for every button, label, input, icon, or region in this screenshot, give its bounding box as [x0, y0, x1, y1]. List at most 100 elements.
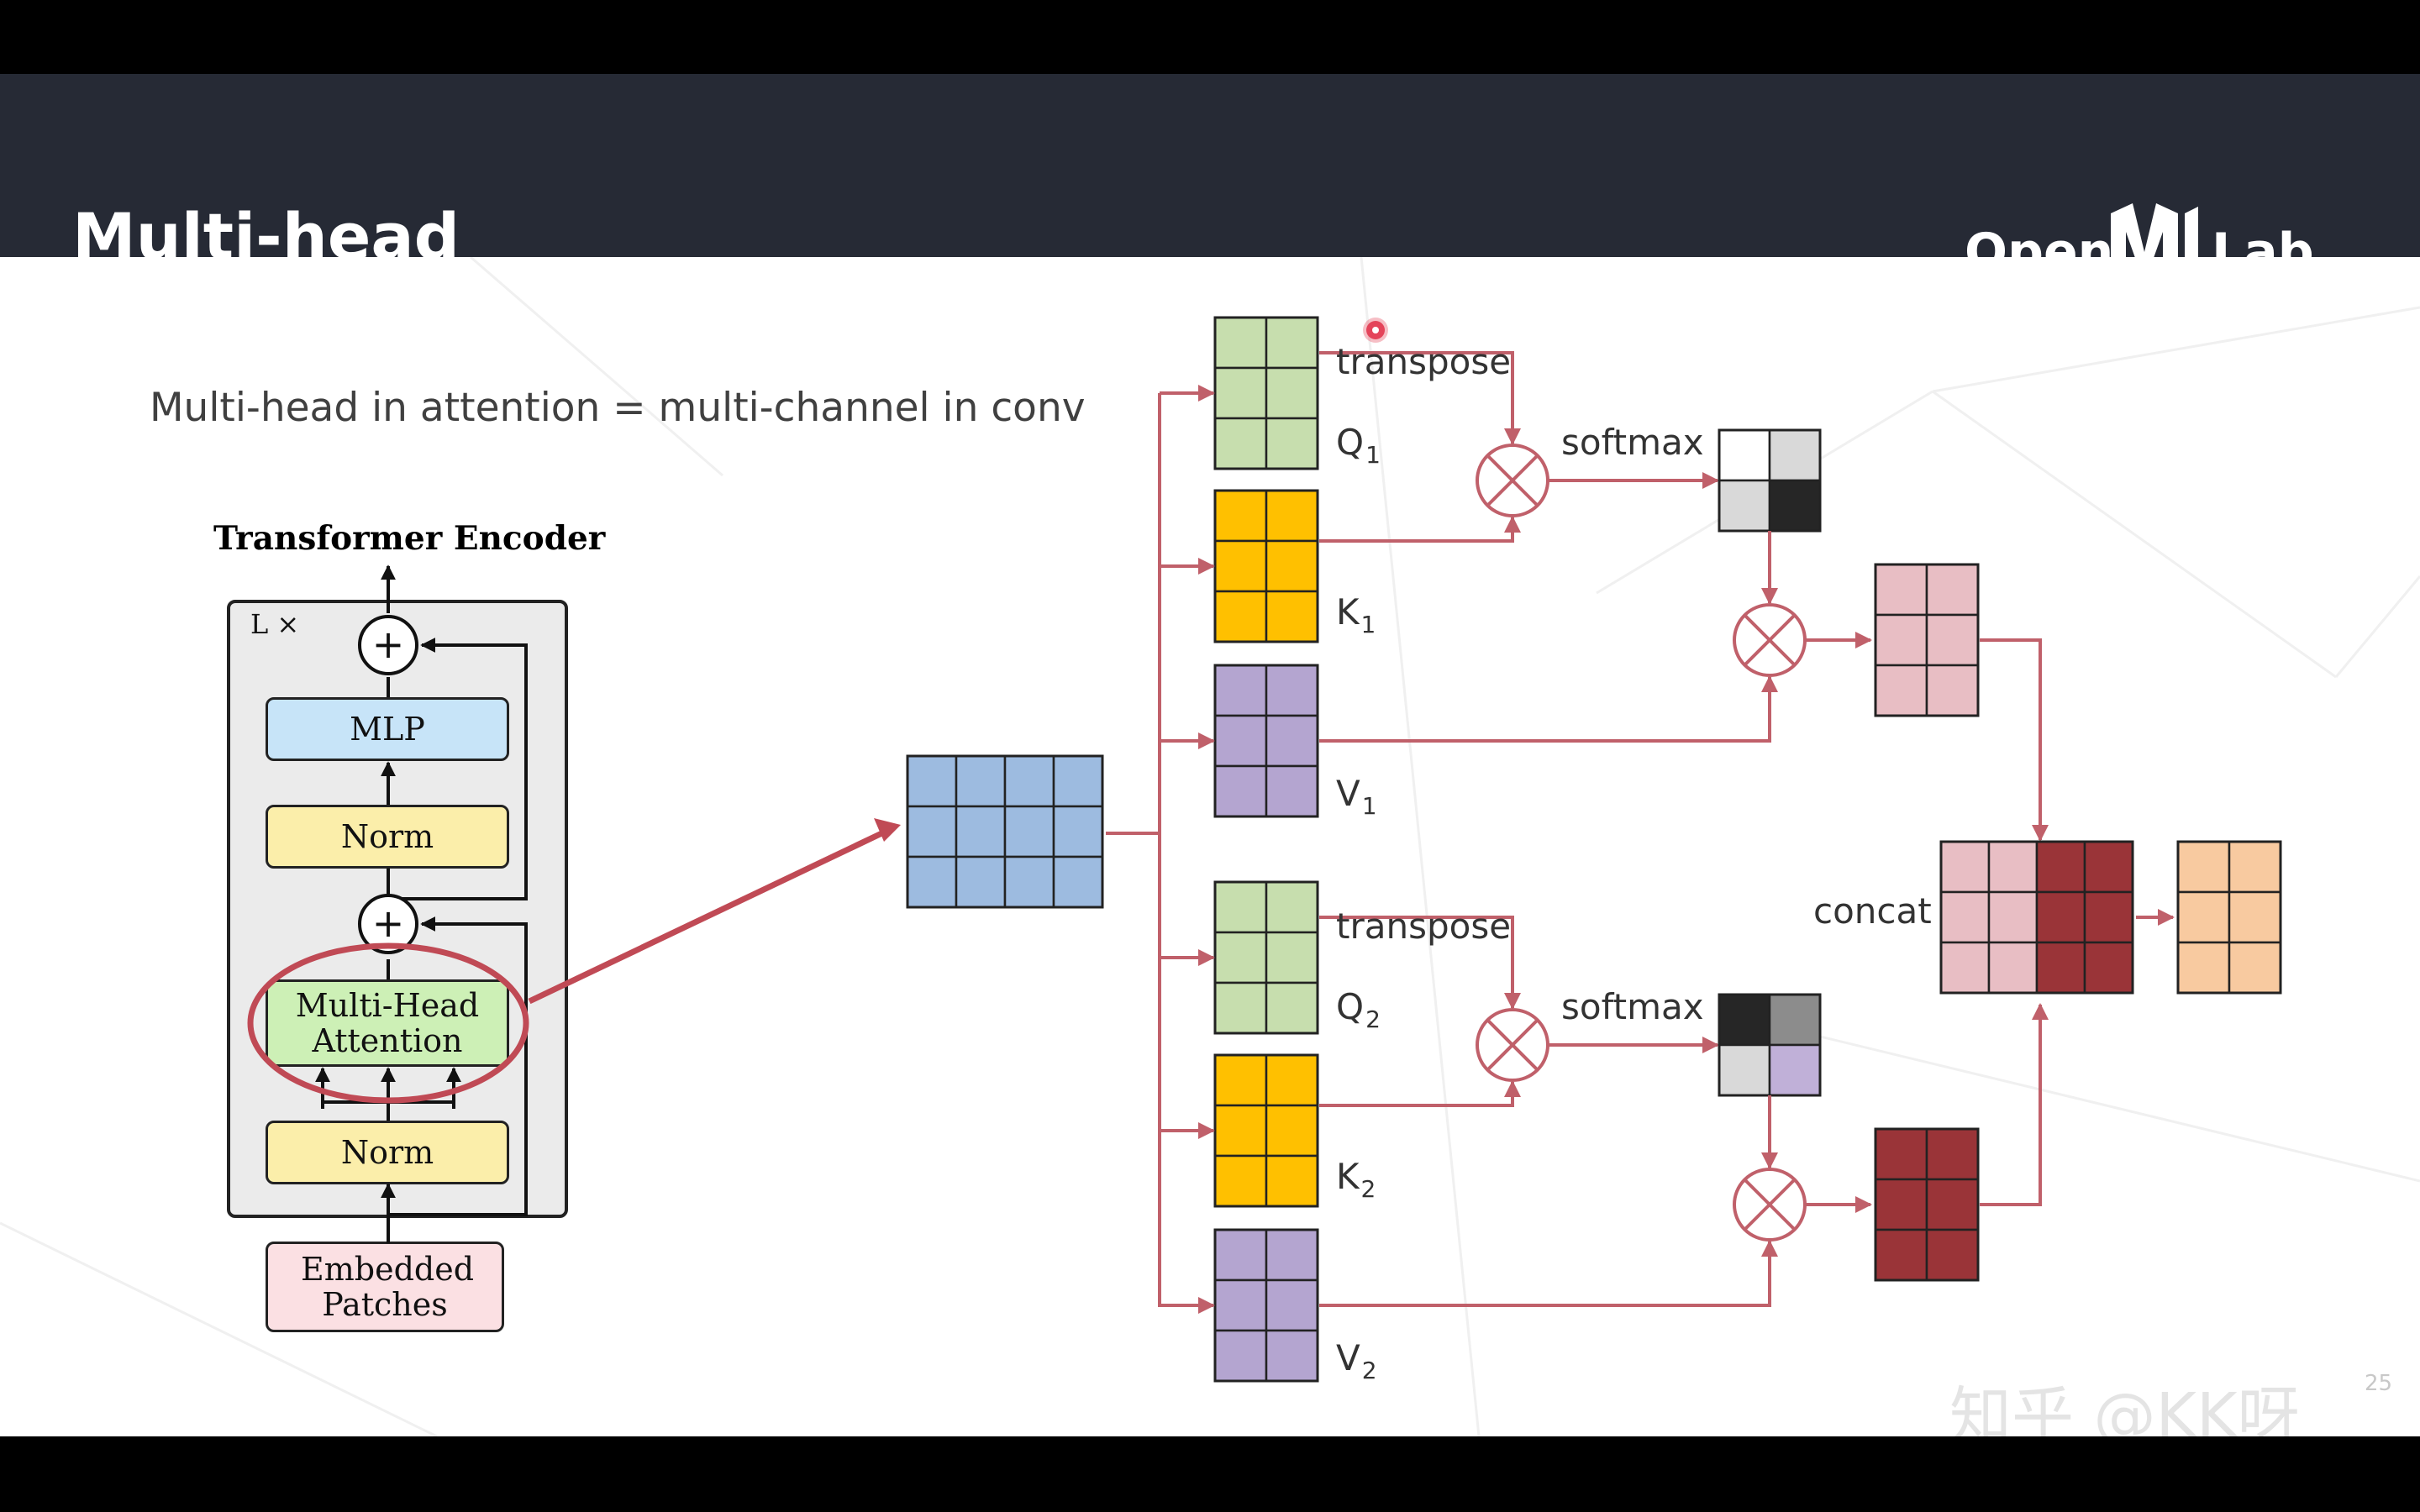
norm-top-label: Norm — [340, 818, 434, 855]
head1-to-concat-arrow — [1980, 638, 2049, 842]
k2-matrix-cell — [1265, 1053, 1319, 1107]
head-output-matrix-1-border — [1874, 563, 1980, 717]
head-output-matrix-2 — [1874, 1127, 1980, 1282]
head-output-matrix-2-cell — [1925, 1178, 1980, 1231]
mlp-block: MLP — [266, 697, 509, 761]
concat-matrix-cell — [1987, 840, 2039, 894]
v2-matrix-cell — [1213, 1228, 1268, 1282]
v1-subscript: 1 — [1361, 792, 1377, 820]
v1-to-multiply-arrow — [1319, 675, 1778, 743]
concat-matrix-cell — [2035, 890, 2086, 944]
v2-label: V2 — [1336, 1337, 1377, 1392]
v2-letter: V — [1336, 1337, 1360, 1378]
k1-matrix-cell — [1213, 489, 1268, 543]
head-output-matrix-1-cell — [1874, 563, 1928, 617]
q1-matrix — [1213, 316, 1319, 470]
softmax-matrix-2 — [1718, 993, 1822, 1097]
final-output-matrix-cell — [2176, 840, 2231, 894]
v1-matrix-cell — [1213, 764, 1268, 818]
concat-matrix-cell — [2083, 890, 2134, 944]
softmax-label-1: softmax — [1561, 422, 1704, 463]
v2-matrix-cell — [1213, 1278, 1268, 1332]
v1-label: V1 — [1336, 773, 1377, 827]
softmax-matrix-2-cell — [1718, 1043, 1771, 1097]
q1-matrix-cell — [1213, 417, 1268, 470]
highlight-arrow-head — [874, 818, 901, 842]
final-output-matrix-cell — [2228, 941, 2282, 995]
k2-to-multiply-arrow — [1319, 1080, 1521, 1107]
v2-subscript: 2 — [1361, 1357, 1377, 1384]
input-matrix-cell — [955, 855, 1007, 909]
concat-matrix-cell — [2083, 840, 2134, 894]
concat-matrix-cell — [1939, 941, 1991, 995]
slide-number: 25 — [2365, 1371, 2393, 1396]
multiply-av-2-stroke-b — [1744, 1179, 1796, 1231]
head-output-matrix-1-cell — [1874, 613, 1928, 667]
final-output-matrix-cell — [2176, 890, 2231, 944]
q1-label: Q1 — [1336, 422, 1381, 476]
multiply-av-1 — [1733, 603, 1807, 677]
v1-matrix-border — [1213, 664, 1319, 818]
v2-matrix-cell — [1265, 1228, 1319, 1282]
k1-subscript: 1 — [1360, 611, 1376, 638]
plus-bottom-circle — [358, 894, 418, 954]
head-output-matrix-2-cell — [1925, 1127, 1980, 1181]
v1-letter: V — [1336, 773, 1360, 814]
softmax-matrix-2-cell — [1768, 993, 1822, 1047]
k2-matrix-border — [1213, 1053, 1319, 1208]
k2-matrix-cell — [1213, 1154, 1268, 1208]
head-output-matrix-2-border — [1874, 1127, 1980, 1282]
q2-matrix-cell — [1213, 981, 1268, 1035]
input-matrix-cell — [1052, 855, 1104, 909]
k1-label: K1 — [1336, 591, 1376, 646]
k2-subscript: 2 — [1360, 1175, 1376, 1203]
q1-matrix-cell — [1265, 366, 1319, 420]
v2-matrix-cell — [1265, 1278, 1319, 1332]
concat-label: concat — [1813, 890, 1932, 932]
head-output-matrix-1-cell — [1874, 664, 1928, 717]
head-output-matrix-2-cell — [1874, 1228, 1928, 1282]
embedded-patches-label: Embedded Patches — [301, 1251, 475, 1323]
plus-top: + — [358, 615, 418, 675]
multiply-qk-2 — [1476, 1008, 1549, 1082]
norm-bottom-label: Norm — [340, 1134, 434, 1171]
concat-matrix-cell — [2083, 941, 2134, 995]
q2-matrix-cell — [1213, 931, 1268, 984]
encoder-title: Transformer Encoder — [213, 519, 606, 558]
embedded-patches-block: Embedded Patches — [266, 1242, 504, 1332]
softmax-label-2: softmax — [1561, 986, 1704, 1027]
head-output-matrix-2-cell — [1874, 1127, 1928, 1181]
concat-matrix — [1939, 840, 2134, 995]
head-output-matrix-2-cell — [1874, 1178, 1928, 1231]
concat-matrix-cell — [1939, 840, 1991, 894]
highlight-ellipse — [247, 942, 529, 1104]
k1-matrix-cell — [1213, 590, 1268, 643]
norm-top-block: Norm — [266, 805, 509, 869]
k2-matrix-cell — [1265, 1104, 1319, 1158]
q1-letter: Q — [1336, 422, 1365, 463]
softmax-matrix-2-cell — [1718, 993, 1771, 1047]
mlp-label: MLP — [350, 711, 425, 748]
head2-to-concat-arrow — [1980, 1003, 2049, 1206]
q2-label: Q2 — [1336, 986, 1381, 1041]
k1-matrix-cell — [1213, 539, 1268, 593]
concat-matrix-cell — [2035, 840, 2086, 894]
final-output-matrix-cell — [2176, 941, 2231, 995]
q2-letter: Q — [1336, 986, 1365, 1027]
multiply-qk-1 — [1476, 444, 1549, 517]
q2-transpose-arrow — [1319, 916, 1521, 1010]
q2-matrix — [1213, 880, 1319, 1035]
v2-matrix-cell — [1213, 1329, 1268, 1383]
k1-matrix-cell — [1265, 489, 1319, 543]
head-output-matrix-2-cell — [1925, 1228, 1980, 1282]
concat-matrix-cell — [1987, 941, 2039, 995]
input-matrix-cell — [1052, 805, 1104, 858]
k1-matrix-border — [1213, 489, 1319, 643]
q1-subscript: 1 — [1365, 441, 1381, 469]
multi-head-diagram: ++ — [247, 316, 2282, 1383]
concat-matrix-cell — [2035, 941, 2086, 995]
q1-matrix-cell — [1213, 366, 1268, 420]
input-matrix — [906, 754, 1104, 909]
background-pattern — [0, 257, 2420, 1436]
softmax-matrix-1-cell — [1718, 428, 1771, 482]
